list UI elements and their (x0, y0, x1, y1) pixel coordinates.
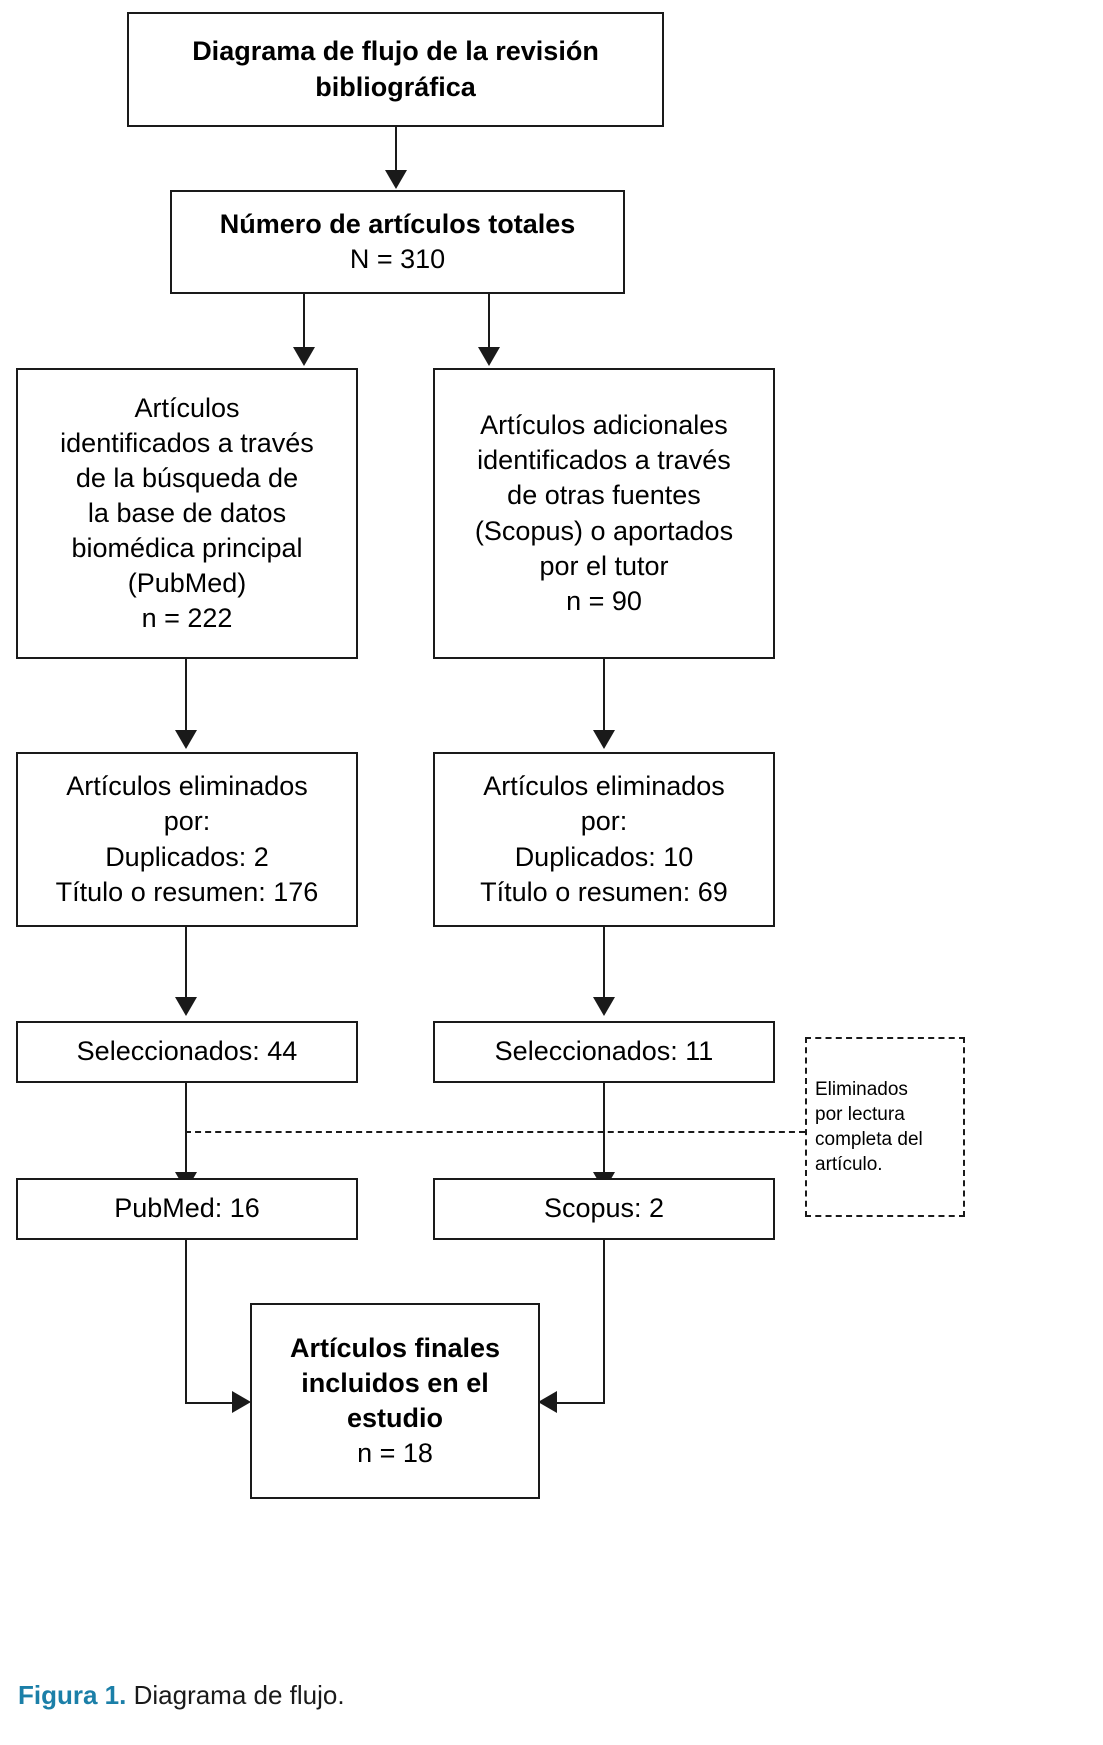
node-source-other-line2: identificados a través (477, 445, 731, 476)
node-excluded-right-line3: Duplicados: 10 (514, 841, 694, 872)
node-excluded-left-line1: Artículos eliminados (66, 771, 308, 802)
node-final-scopus-label: Scopus: 2 (543, 1193, 665, 1224)
node-selected-left: Seleccionados: 44 (16, 1021, 358, 1083)
node-excluded-left-line3: Duplicados: 2 (105, 841, 269, 872)
node-final-included-line4: n = 18 (357, 1438, 433, 1469)
node-final-included-line3: estudio (346, 1403, 443, 1433)
connector-total-down-left (303, 294, 305, 350)
connector-scopus-down (603, 1240, 605, 1404)
node-note-line2: por lectura (815, 1103, 905, 1125)
node-note-full-text-excluded: Eliminados por lectura completa del artí… (805, 1037, 965, 1217)
node-source-pubmed: Artículos identificados a través de la b… (16, 368, 358, 659)
node-source-pubmed-line7: n = 222 (141, 603, 233, 634)
node-excluded-left-line4: Título o resumen: 176 (55, 876, 319, 907)
arrow-source-left-to-excluded (175, 730, 197, 749)
node-source-other-line5: por el tutor (539, 550, 669, 581)
connector-selected-right-to-final (603, 1083, 605, 1176)
connector-excluded-right-to-selected (603, 927, 605, 1001)
node-final-pubmed-label: PubMed: 16 (114, 1193, 260, 1224)
node-source-pubmed-line4: la base de datos (87, 497, 287, 528)
node-excluded-left: Artículos eliminados por: Duplicados: 2 … (16, 752, 358, 927)
node-final-scopus: Scopus: 2 (433, 1178, 775, 1240)
node-excluded-right: Artículos eliminados por: Duplicados: 10… (433, 752, 775, 927)
node-title-line2: bibliográfica (315, 71, 476, 102)
arrow-pubmed-to-final (232, 1391, 251, 1413)
node-note-line1: Eliminados (815, 1078, 908, 1100)
figure-caption: Figura 1. Diagrama de flujo. (18, 1680, 345, 1711)
node-selected-right: Seleccionados: 11 (433, 1021, 775, 1083)
connector-pubmed-down (185, 1240, 187, 1404)
arrow-source-right-to-excluded (593, 730, 615, 749)
node-final-pubmed: PubMed: 16 (16, 1178, 358, 1240)
node-source-pubmed-line3: de la búsqueda de (75, 462, 299, 493)
connector-excluded-left-to-selected (185, 927, 187, 1001)
node-source-other-line1: Artículos adicionales (480, 410, 728, 441)
connector-source-right-to-excluded (603, 659, 605, 734)
node-final-included: Artículos finales incluidos en el estudi… (250, 1303, 540, 1499)
node-title-line1: Diagrama de flujo de la revisión (192, 36, 599, 67)
connector-title-to-total (395, 127, 397, 173)
node-note-line3: completa del (815, 1129, 923, 1150)
node-total-line1: Número de artículos totales (219, 208, 576, 239)
arrow-scopus-to-final (538, 1391, 557, 1413)
figure-caption-label: Figura 1. (18, 1680, 127, 1710)
arrow-total-to-source-left (293, 347, 315, 366)
arrow-excluded-left-to-selected (175, 997, 197, 1016)
node-source-other: Artículos adicionales identificados a tr… (433, 368, 775, 659)
arrow-total-to-source-right (478, 347, 500, 366)
node-source-other-line3: de otras fuentes (507, 480, 701, 511)
node-source-pubmed-line2: identificados a través (60, 427, 314, 458)
node-source-other-line4: (Scopus) o aportados (474, 515, 734, 546)
connector-scopus-left (549, 1402, 605, 1404)
node-total-articles: Número de artículos totales N = 310 (170, 190, 625, 294)
node-excluded-right-line4: Título o resumen: 69 (480, 876, 728, 907)
connector-source-left-to-excluded (185, 659, 187, 734)
node-total-line2: N = 310 (349, 244, 446, 274)
connector-total-down-right (488, 294, 490, 350)
figure-caption-text: Diagrama de flujo. (133, 1680, 345, 1710)
arrow-excluded-right-to-selected (593, 997, 615, 1016)
node-title: Diagrama de flujo de la revisión bibliog… (127, 12, 664, 127)
node-selected-left-label: Seleccionados: 44 (76, 1036, 298, 1067)
node-source-pubmed-line5: biomédica principal (71, 533, 303, 564)
node-selected-right-label: Seleccionados: 11 (494, 1036, 714, 1067)
connector-note-dashed (185, 1131, 805, 1133)
connector-selected-left-to-final (185, 1083, 187, 1176)
node-source-pubmed-line1: Artículos (134, 392, 240, 423)
node-source-other-line6: n = 90 (566, 585, 642, 616)
node-excluded-left-line2: por: (163, 806, 211, 837)
arrow-title-to-total (385, 170, 407, 189)
connector-pubmed-right (185, 1402, 240, 1404)
node-final-included-line1: Artículos finales (289, 1332, 501, 1363)
node-excluded-right-line1: Artículos eliminados (483, 771, 725, 802)
node-note-line4: artículo. (815, 1154, 883, 1176)
node-final-included-line2: incluidos en el (301, 1367, 489, 1398)
node-excluded-right-line2: por: (580, 806, 628, 837)
node-source-pubmed-line6: (PubMed) (127, 568, 247, 599)
